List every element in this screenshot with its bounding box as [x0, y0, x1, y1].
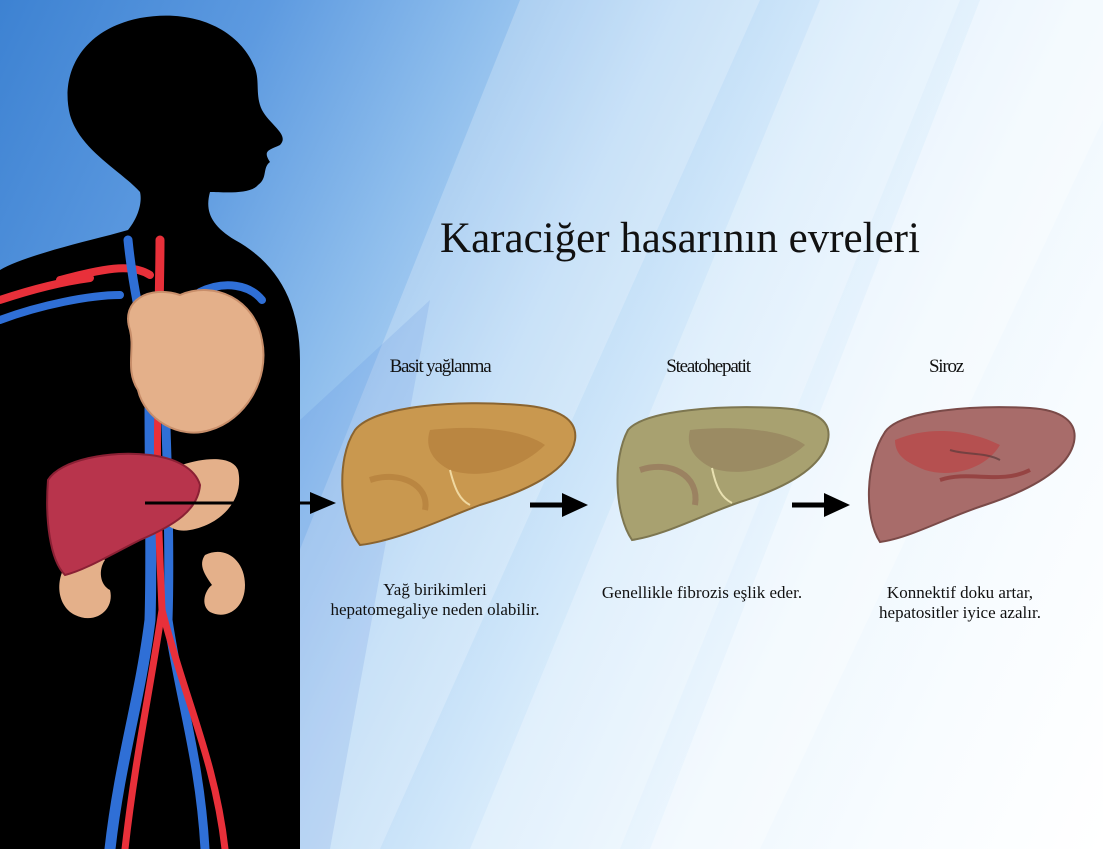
- description-line: Konnektif doku artar,: [845, 583, 1075, 603]
- diagram-title: Karaciğer hasarının evreleri: [300, 214, 1060, 263]
- description-line: hepatomegaliye neden olabilir.: [290, 600, 580, 620]
- stage-description-simple-fatty-liver: Yağ birikimleri hepatomegaliye neden ola…: [290, 580, 580, 620]
- liver-icon-fatty: [342, 403, 575, 545]
- stage-label-steatohepatitis: Steatohepatit: [588, 356, 828, 378]
- stage-description-cirrhosis: Konnektif doku artar, hepatositler iyice…: [845, 583, 1075, 623]
- liver-icon-steatohepatitis: [617, 407, 828, 540]
- liver-icon-cirrhosis: [869, 407, 1075, 542]
- stage-description-steatohepatitis: Genellikle fibrozis eşlik eder.: [568, 583, 836, 603]
- stage-label-cirrhosis: Siroz: [826, 356, 1066, 378]
- stage-label-simple-fatty-liver: Basit yağlanma: [320, 356, 560, 378]
- description-line: Yağ birikimleri: [290, 580, 580, 600]
- description-line: Genellikle fibrozis eşlik eder.: [568, 583, 836, 603]
- description-line: hepatositler iyice azalır.: [845, 603, 1075, 623]
